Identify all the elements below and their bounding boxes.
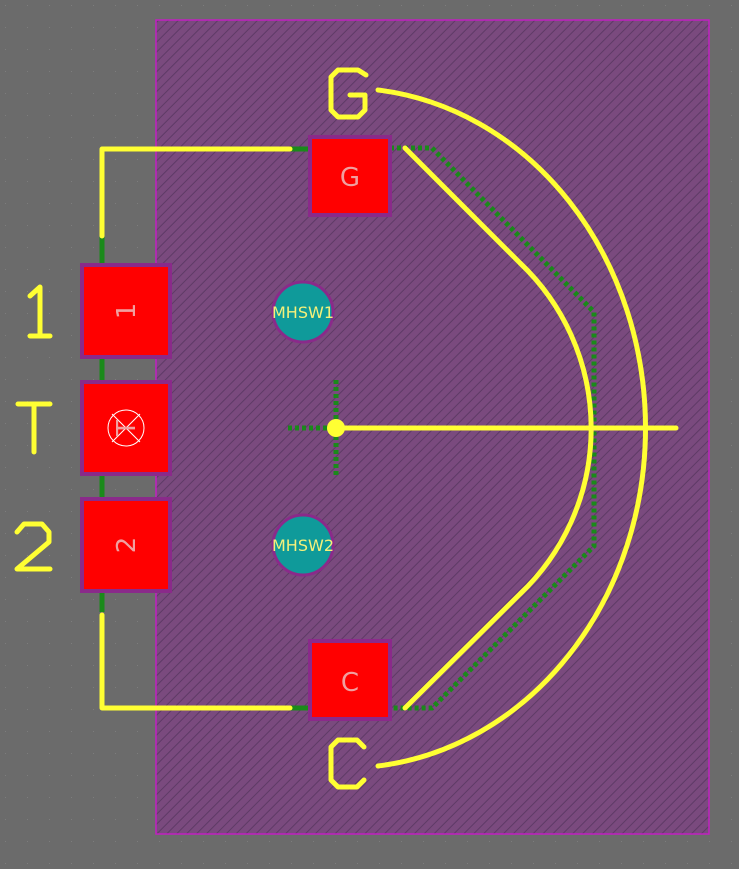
pad-t-marker-icon [107,409,145,447]
silk-designator-t: T [15,401,53,455]
pad-t-label: T [112,420,142,437]
silk-label-2-text: 2 [34,545,35,547]
silkscreen [99,87,679,769]
pad-2[interactable]: 2 [80,497,172,593]
via-mhsw1[interactable]: MHSW1 [271,280,335,344]
silk-designator-2: 2 [14,521,53,572]
pad-g[interactable]: G [308,135,392,217]
pad-1[interactable]: 1 [80,263,172,359]
via-mhsw1-label: MHSW1 [272,303,334,322]
pad-2-label: 2 [112,537,142,554]
via-mhsw2[interactable]: MHSW2 [271,513,335,577]
silk-designator-g: G [328,67,369,120]
pad-c-label: C [341,668,359,698]
via-mhsw2-label: MHSW2 [272,536,334,555]
pad-g-label: G [340,163,360,193]
pad-1-label: 1 [112,303,142,320]
pad-c[interactable]: C [308,639,392,721]
silk-designator-1: 1 [27,284,53,339]
silk-designator-c: C [328,737,367,790]
pad-t[interactable]: T [80,380,172,476]
